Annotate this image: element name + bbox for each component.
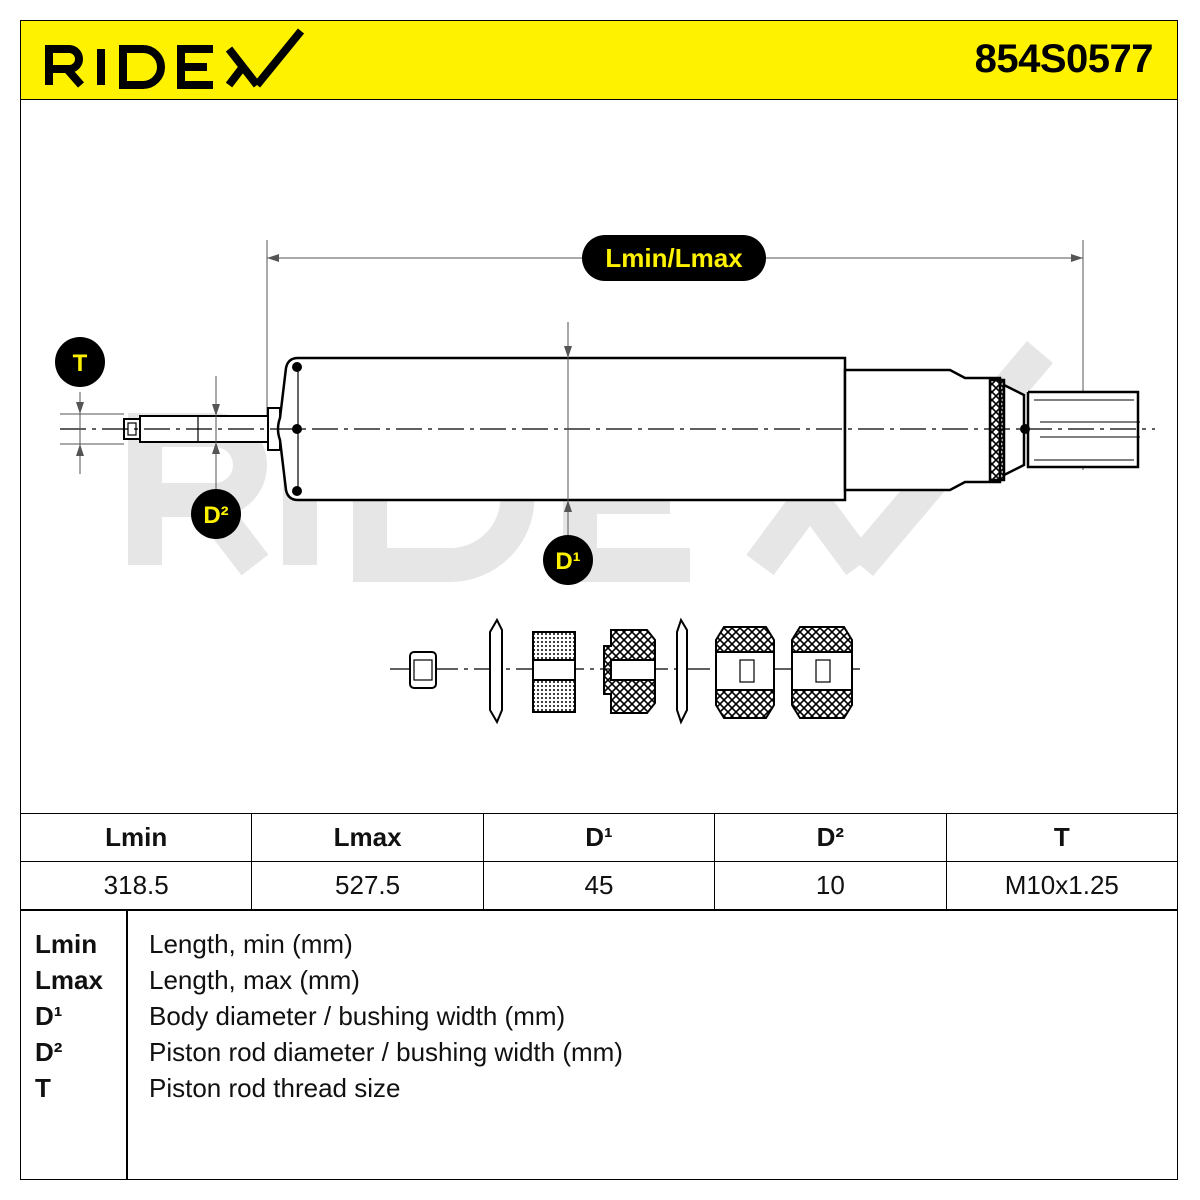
rubber-bushing-4 [791, 626, 853, 719]
legend-key: T [35, 1073, 51, 1103]
value-lmin: 318.5 [19, 861, 253, 910]
shock-absorber-diagram: Lmin/Lmax D¹ [55, 235, 1155, 725]
value-d2: 10 [714, 861, 947, 910]
body-rivets [292, 362, 1030, 496]
ridex-logo [45, 28, 305, 89]
specs-table: Lmin Lmax D¹ D² T 318.5 527.5 45 10 M10x… [19, 813, 1179, 910]
rubber-bushing-1 [532, 631, 576, 713]
legend-key: D² [35, 1037, 63, 1067]
legend-key: D¹ [35, 1001, 63, 1031]
legend-desc: Piston rod thread size [149, 1073, 401, 1103]
legend-item: D¹ Body diameter / bushing width (mm) [21, 1001, 1177, 1037]
mounting-kit [390, 617, 860, 725]
legend-desc: Piston rod diameter / bushing width (mm) [149, 1037, 623, 1067]
legend-item: T Piston rod thread size [21, 1073, 1177, 1109]
legend-key: Lmin [35, 929, 98, 959]
value-t: M10x1.25 [945, 861, 1179, 910]
washer-1 [489, 617, 503, 725]
rod-diameter-label: D² [203, 502, 228, 529]
legend-item: D² Piston rod diameter / bushing width (… [21, 1037, 1177, 1073]
length-dimension: Lmin/Lmax [266, 235, 1084, 470]
part-number: 854S0577 [974, 37, 1154, 81]
header-d1: D¹ [482, 813, 716, 862]
washer-2 [676, 617, 688, 725]
thread-label: T [73, 350, 88, 377]
header-lmax: Lmax [251, 813, 484, 862]
header-bar: 854S0577 [20, 20, 1178, 100]
rubber-bushing-2 [603, 629, 656, 714]
specs-header-row: Lmin Lmax D¹ D² T [19, 813, 1179, 862]
legend-divider [126, 911, 128, 1179]
body-diameter-dimension: D¹ [543, 322, 593, 585]
rubber-bushing-3 [715, 626, 775, 719]
legend-desc: Length, min (mm) [149, 929, 353, 959]
legend-desc: Length, max (mm) [149, 965, 360, 995]
legend-item: Lmin Length, min (mm) [21, 929, 1177, 965]
body-diameter-label: D¹ [555, 548, 580, 575]
header-lmin: Lmin [19, 813, 253, 862]
value-d1: 45 [482, 861, 716, 910]
header-d2: D² [714, 813, 947, 862]
rod-diameter-dimension: D² [191, 376, 241, 539]
nut [409, 651, 437, 689]
length-label: Lmin/Lmax [605, 243, 743, 273]
legend-item: Lmax Length, max (mm) [21, 965, 1177, 1001]
value-lmax: 527.5 [251, 861, 484, 910]
legend-key: Lmax [35, 965, 103, 995]
specs-value-row: 318.5 527.5 45 10 M10x1.25 [19, 861, 1179, 910]
legend-desc: Body diameter / bushing width (mm) [149, 1001, 566, 1031]
thread-dimension: T [55, 337, 124, 474]
header-t: T [945, 813, 1179, 862]
legend: Lmin Length, min (mm) Lmax Length, max (… [20, 910, 1178, 1180]
